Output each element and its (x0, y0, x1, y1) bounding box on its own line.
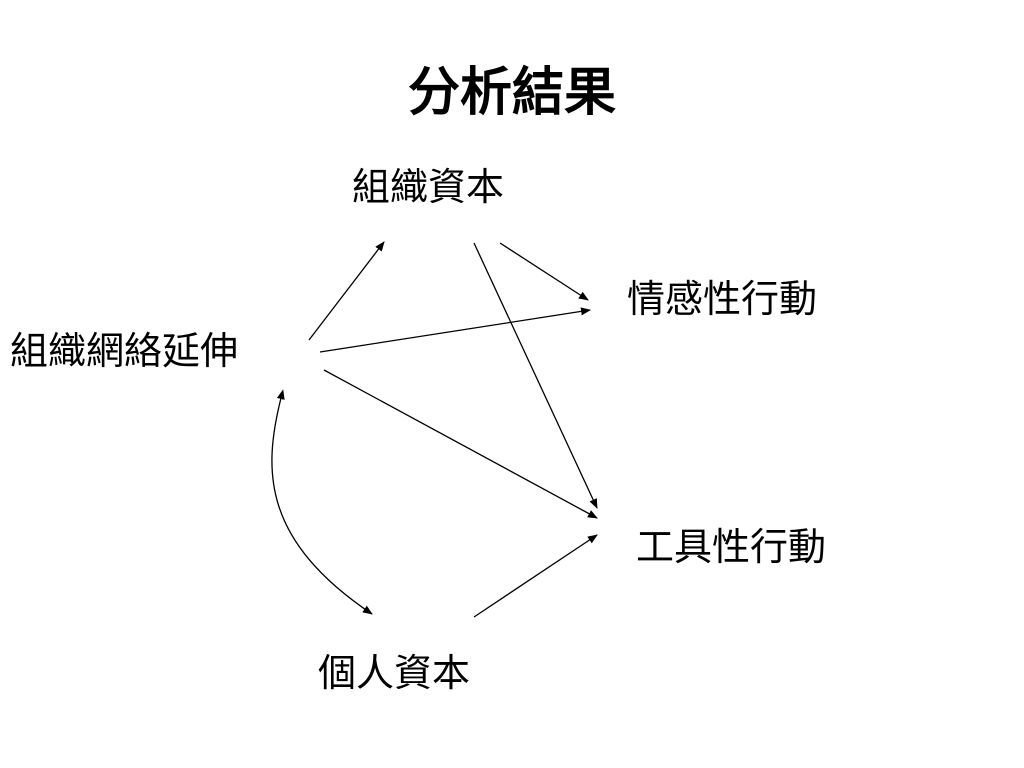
edge-network-personal-curve (271, 389, 373, 615)
edge-network-to-affective (319, 307, 591, 353)
edge-network-to-instrumental (323, 369, 598, 519)
edge-org-capital-to-instrumental (473, 242, 598, 509)
node-organizational-capital: 組織資本 (352, 165, 505, 209)
node-instrumental-action: 工具性行動 (636, 525, 827, 569)
node-affective-action: 情感性行動 (627, 277, 818, 321)
edge-org-capital-to-affective (499, 242, 589, 301)
node-network-extension: 組織網絡延伸 (10, 329, 239, 373)
node-personal-capital: 個人資本 (318, 651, 471, 695)
edge-personal-to-instrumental (473, 534, 598, 618)
slide-title: 分析結果 (407, 63, 616, 123)
edge-network-to-org-capital (308, 241, 385, 341)
